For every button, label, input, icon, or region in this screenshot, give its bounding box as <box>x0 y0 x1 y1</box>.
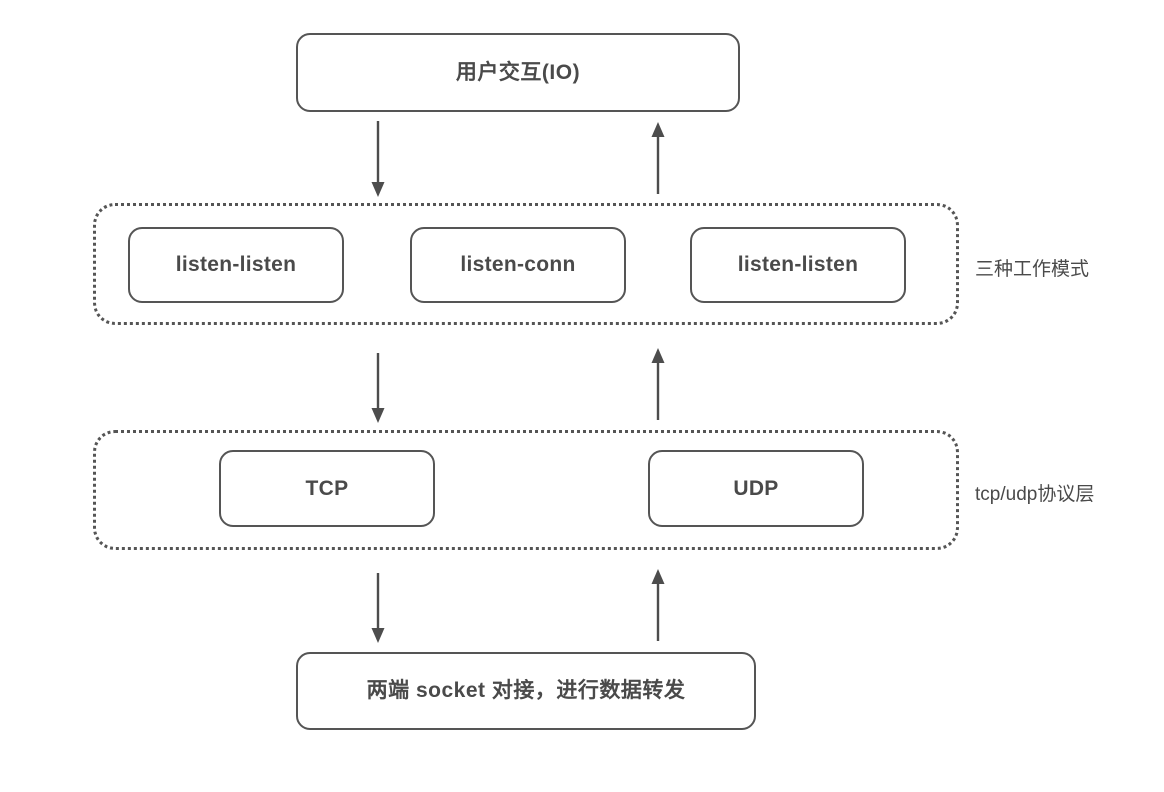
node-socket-forward-label: 两端 socket 对接，进行数据转发 <box>366 679 686 703</box>
arrow-protocol-to-modes <box>651 348 665 420</box>
side-label-work-modes: 三种工作模式 <box>975 259 1090 280</box>
arrow-socket-to-protocol <box>651 569 665 641</box>
node-mode-1-label: listen-listen <box>175 253 297 277</box>
node-mode-3-label: listen-listen <box>737 253 859 277</box>
node-udp: UDP <box>648 450 864 527</box>
arrow-modes-to-io <box>651 122 665 194</box>
node-mode-2-label: listen-conn <box>460 253 576 277</box>
group-protocol-layer <box>93 430 959 550</box>
node-mode-listen-listen-1: listen-listen <box>128 227 344 303</box>
arrow-protocol-to-socket <box>371 573 385 643</box>
arrow-modes-to-protocol <box>371 353 385 423</box>
node-user-io-label: 用户交互(IO) <box>455 60 581 84</box>
node-mode-listen-listen-2: listen-listen <box>690 227 906 303</box>
node-user-io: 用户交互(IO) <box>296 33 740 112</box>
node-tcp-label: TCP <box>305 476 349 500</box>
node-mode-listen-conn: listen-conn <box>410 227 626 303</box>
side-label-protocol-layer: tcp/udp协议层 <box>975 484 1095 505</box>
arrow-io-to-modes <box>371 121 385 197</box>
group-work-modes <box>93 203 959 325</box>
node-udp-label: UDP <box>733 476 779 500</box>
node-tcp: TCP <box>219 450 435 527</box>
node-socket-forward: 两端 socket 对接，进行数据转发 <box>296 652 756 730</box>
